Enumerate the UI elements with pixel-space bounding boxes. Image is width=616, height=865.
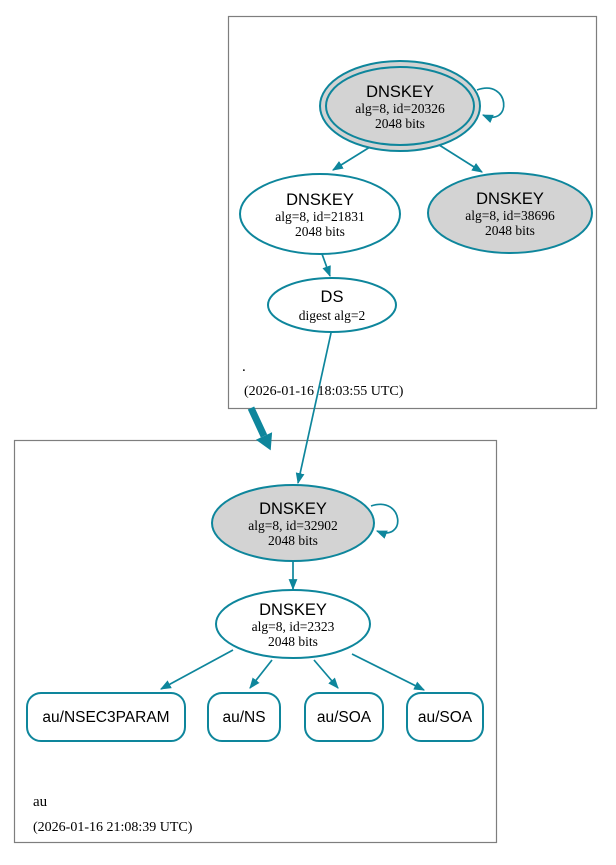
au-ksk-ellipse[interactable] <box>211 484 375 562</box>
au-zsk-detail1: alg=8, id=2323 <box>252 619 335 634</box>
zone-timestamp-au: (2026-01-16 21:08:39 UTC) <box>33 820 193 835</box>
node-root-dnskey-38696[interactable]: DNSKEY alg=8, id=38696 2048 bits <box>427 172 593 254</box>
root-dnskey38696-ellipse[interactable] <box>427 172 593 254</box>
edge-au-zsk-to-ns <box>249 659 273 689</box>
root-zsk-title: DNSKEY <box>286 191 354 209</box>
ds-title: DS <box>321 288 344 306</box>
node-au-nsec3param[interactable]: au/NSEC3PARAM <box>26 692 186 742</box>
edge-au-zsk-to-soa2 <box>351 653 425 691</box>
au-soa1-label: au/SOA <box>317 709 372 726</box>
root-zsk-ellipse[interactable] <box>239 173 401 255</box>
au-nsec3param-rect[interactable] <box>26 692 186 742</box>
zone-box-au <box>13 439 498 844</box>
node-root-ds[interactable]: DS digest alg=2 <box>267 277 397 333</box>
zone-label-au: au <box>33 794 48 810</box>
au-nsec3param-label: au/NSEC3PARAM <box>42 709 169 726</box>
au-ns-rect[interactable] <box>207 692 281 742</box>
edge-au-ksk-self-sign <box>370 503 399 539</box>
edge-au-zsk-to-soa1 <box>313 659 339 689</box>
edge-ds-to-au-ksk <box>295 332 332 485</box>
root-zsk-detail1: alg=8, id=21831 <box>275 209 364 224</box>
edge-delegation-root-to-au <box>247 406 268 438</box>
root-dnskey38696-detail1: alg=8, id=38696 <box>465 208 555 223</box>
edge-delegation-arrowhead <box>255 432 273 451</box>
zone-box-root <box>227 15 598 410</box>
root-ksk-inner-ellipse <box>325 66 475 146</box>
root-ksk-detail1: alg=8, id=20326 <box>355 101 445 116</box>
au-zsk-ellipse[interactable] <box>215 589 371 659</box>
au-soa2-rect[interactable] <box>406 692 484 742</box>
au-ns-label: au/NS <box>222 709 265 726</box>
root-dnskey38696-title: DNSKEY <box>476 190 544 208</box>
zone-timestamp-root: (2026-01-16 18:03:55 UTC) <box>244 384 404 399</box>
node-au-ns[interactable]: au/NS <box>207 692 281 742</box>
au-soa2-label: au/SOA <box>418 709 473 726</box>
root-ksk-detail2: 2048 bits <box>375 116 425 131</box>
au-zsk-detail2: 2048 bits <box>268 634 318 649</box>
node-au-dnskey-32902[interactable]: DNSKEY alg=8, id=32902 2048 bits <box>211 484 375 562</box>
node-root-dnskey-20326[interactable]: DNSKEY alg=8, id=20326 2048 bits <box>319 60 481 152</box>
root-zsk-detail2: 2048 bits <box>295 224 345 239</box>
edge-au-zsk-to-nsec3param <box>160 649 234 690</box>
edge-root-ksk-to-dnskey38696 <box>435 142 483 173</box>
edge-root-ksk-to-zsk <box>332 146 371 171</box>
root-dnskey38696-detail2: 2048 bits <box>485 223 535 238</box>
edge-root-ksk-self-sign <box>476 87 505 123</box>
ds-ellipse[interactable] <box>267 277 397 333</box>
edge-root-zsk-to-ds <box>321 253 331 278</box>
node-root-dnskey-21831[interactable]: DNSKEY alg=8, id=21831 2048 bits <box>239 173 401 255</box>
au-soa1-rect[interactable] <box>304 692 384 742</box>
au-zsk-title: DNSKEY <box>259 601 327 619</box>
au-ksk-detail1: alg=8, id=32902 <box>248 518 337 533</box>
au-ksk-detail2: 2048 bits <box>268 533 318 548</box>
zone-label-root: . <box>242 359 246 375</box>
root-ksk-title: DNSKEY <box>366 83 434 101</box>
node-au-soa-2[interactable]: au/SOA <box>406 692 484 742</box>
au-ksk-title: DNSKEY <box>259 500 327 518</box>
node-au-dnskey-2323[interactable]: DNSKEY alg=8, id=2323 2048 bits <box>215 589 371 659</box>
node-au-soa-1[interactable]: au/SOA <box>304 692 384 742</box>
ds-detail1: digest alg=2 <box>299 308 365 323</box>
